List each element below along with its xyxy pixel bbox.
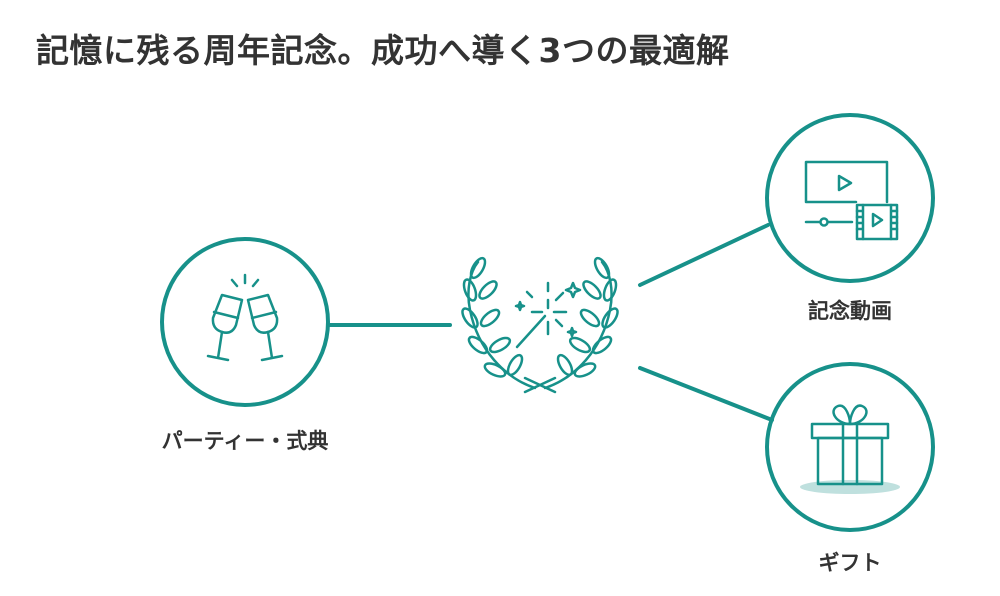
gift-label: ギフト [818,551,882,575]
video-label: 記念動画 [808,299,892,323]
video-player-icon [804,160,899,241]
page-title: 記憶に残る周年記念。成功へ導く3つの最適解 [36,31,730,70]
connector-video [638,223,770,287]
party-node-circle [160,237,330,407]
gift-box-icon [800,404,900,494]
champagne-toast-icon [206,273,284,362]
gift-node-circle [765,362,935,532]
laurel-sparkle-icon [461,256,619,394]
party-label: パーティー・式典 [161,429,329,453]
video-node-circle [765,113,935,283]
connector-gift [638,366,774,422]
